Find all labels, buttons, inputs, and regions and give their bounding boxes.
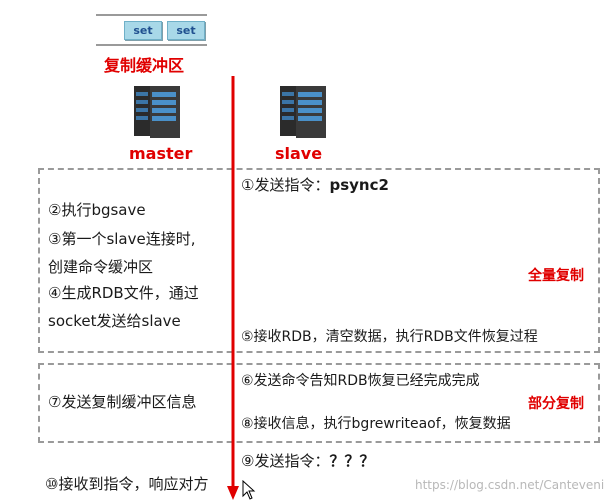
step-3-line1: ③第一个slave连接时, — [48, 230, 196, 248]
step-3-line2: 创建命令缓冲区 — [48, 258, 154, 276]
step-4-line1: ④生成RDB文件，通过 — [48, 284, 199, 302]
watermark: https://blog.csdn.net/Canteveni — [415, 478, 605, 492]
timeline-arrow — [227, 76, 239, 500]
step-1-command: psync2 — [329, 176, 389, 194]
partial-sync-label: 部分复制 — [528, 396, 584, 412]
full-sync-label: 全量复制 — [528, 268, 584, 284]
step-7: ⑦发送复制缓冲区信息 — [48, 393, 197, 411]
buffer-top-line — [96, 14, 207, 16]
master-label: master — [129, 144, 193, 163]
mouse-cursor-icon — [242, 480, 256, 500]
step-8: ⑧接收信息，执行bgrewriteaof，恢复数据 — [241, 416, 511, 432]
step-1: ①发送指令：psync2 — [241, 175, 389, 195]
step-10: ⑩接收到指令，响应对方 — [45, 475, 209, 493]
buffer-title: 复制缓冲区 — [104, 56, 185, 75]
step-9: ⑨发送指令：？？？ — [241, 451, 374, 471]
partial-sync-box — [38, 363, 600, 443]
buffer-chip-set: set — [167, 21, 205, 40]
master-server-icon — [134, 86, 180, 138]
buffer-bottom-line — [96, 44, 207, 46]
step-2: ②执行bgsave — [48, 201, 146, 219]
step-6: ⑥发送命令告知RDB恢复已经完成完成 — [241, 373, 480, 389]
step-5: ⑤接收RDB，清空数据，执行RDB文件恢复过程 — [241, 329, 538, 345]
step-9-command: ？？？ — [329, 452, 375, 470]
full-sync-box — [38, 168, 600, 353]
step-4-line2: socket发送给slave — [48, 312, 181, 330]
slave-server-icon — [280, 86, 326, 138]
step-9-text: ⑨发送指令： — [241, 452, 330, 470]
slave-label: slave — [275, 144, 323, 163]
buffer-chip-set: set — [124, 21, 162, 40]
step-1-text: ①发送指令： — [241, 176, 330, 194]
